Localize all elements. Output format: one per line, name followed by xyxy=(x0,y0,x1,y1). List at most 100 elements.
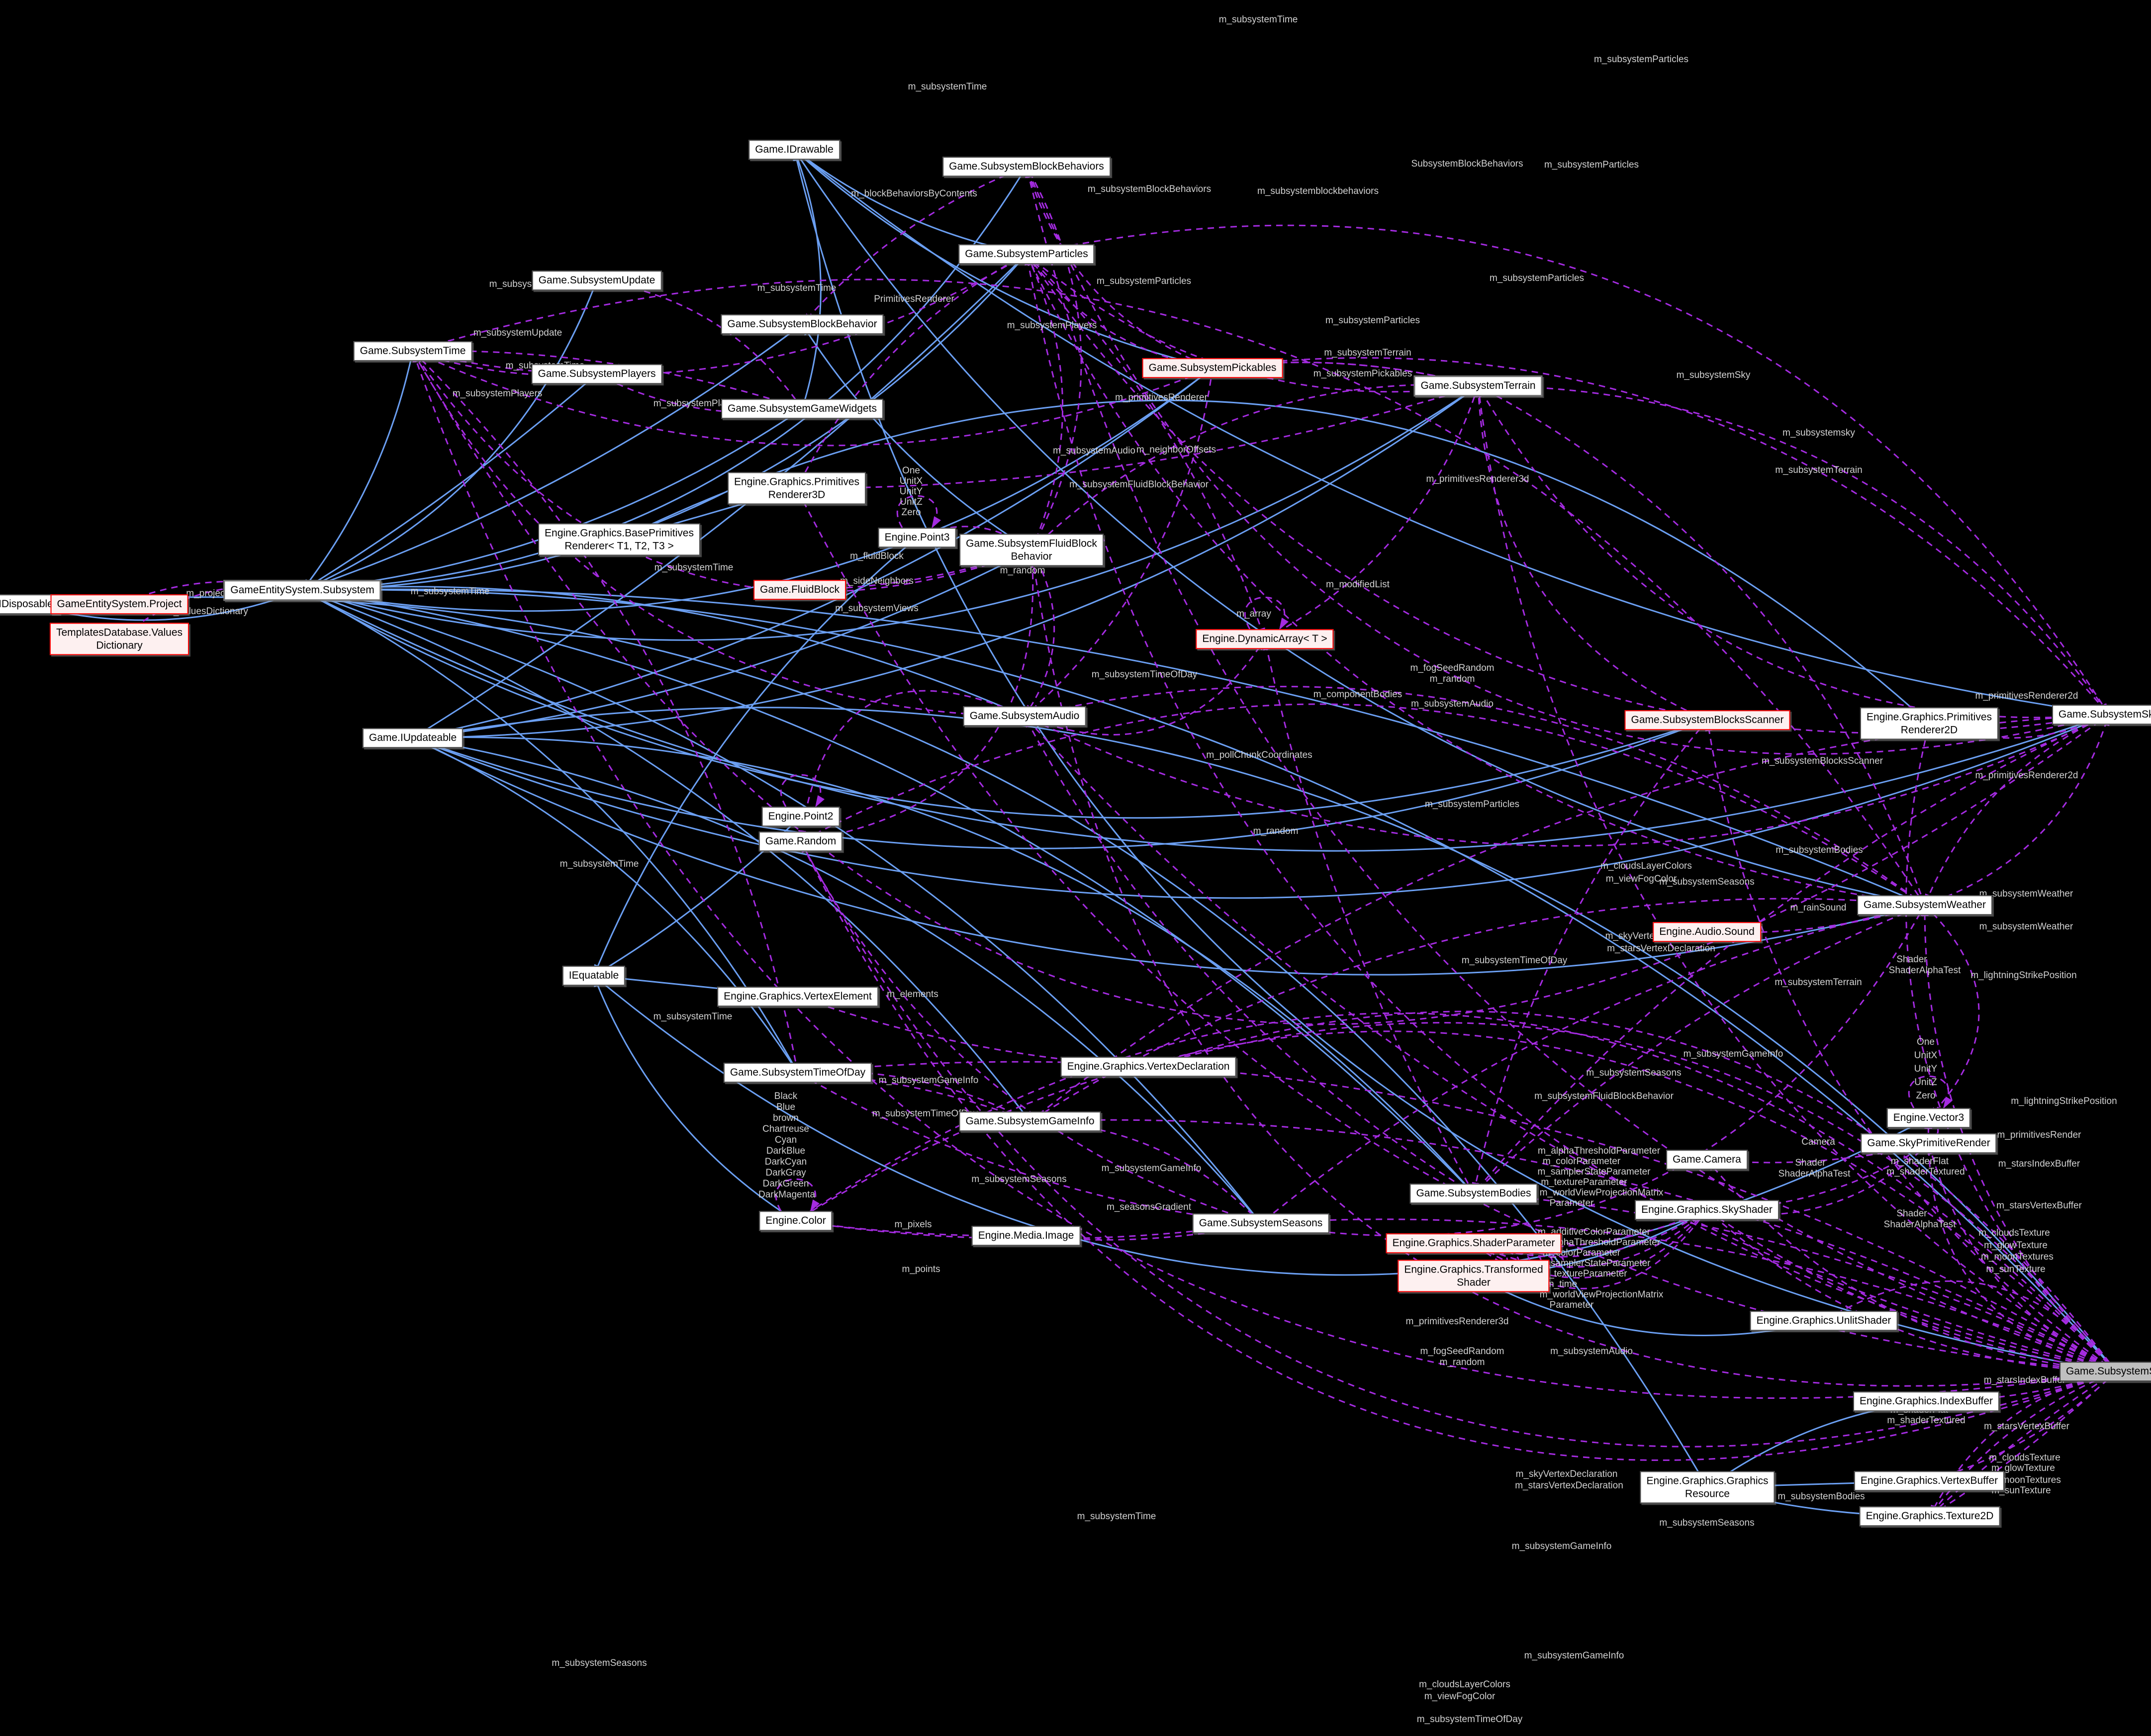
class-node-vertexbuffer[interactable]: Engine.Graphics.VertexBuffer xyxy=(1854,1471,2005,1491)
member-edge xyxy=(412,347,803,410)
edge-label: m_subsystemTerrain xyxy=(1324,348,1411,358)
edge-label: m_subsystemGameInfo xyxy=(1524,1650,1624,1661)
class-node-point2[interactable]: Engine.Point2 xyxy=(761,807,840,826)
class-node-timeofday[interactable]: Game.SubsystemTimeOfDay xyxy=(723,1063,872,1083)
class-node-indexbuffer[interactable]: Engine.Graphics.IndexBuffer xyxy=(1853,1391,2000,1411)
member-edge xyxy=(1024,715,1474,1194)
class-node-project[interactable]: GameEntitySystem.Project xyxy=(50,594,188,614)
member-edge xyxy=(780,774,825,808)
class-node-update[interactable]: Game.SubsystemUpdate xyxy=(532,271,662,290)
class-node-audio[interactable]: Game.SubsystemAudio xyxy=(963,706,1086,726)
class-node-terrain[interactable]: Game.SubsystemTerrain xyxy=(1413,375,1543,396)
class-node-gameinfo[interactable]: Game.SubsystemGameInfo xyxy=(959,1111,1101,1131)
edge-label: m_array xyxy=(1236,609,1271,619)
edge-label: m_cloudsLayerColors xyxy=(1600,861,1692,871)
class-node-idrawable[interactable]: Game.IDrawable xyxy=(748,140,840,160)
edge-label: Chartreuse xyxy=(762,1124,809,1134)
edge-label: m_modifiedList xyxy=(1326,579,1390,590)
class-node-camera[interactable]: Game.Camera xyxy=(1666,1150,1748,1170)
edge-label: m_subsystemSeasons xyxy=(1659,1518,1755,1528)
member-edge xyxy=(1472,720,1708,1194)
edge-label: m_subsystemSeasons xyxy=(552,1658,647,1668)
class-node-fluidblock[interactable]: Game.FluidBlock xyxy=(753,580,846,600)
member-edge xyxy=(1924,904,1980,1119)
edge-label: Camera xyxy=(1801,1137,1835,1147)
member-edge xyxy=(1026,253,1266,640)
edge-label: m_lightningStrikePosition xyxy=(1970,970,2077,981)
edge-label: Blue xyxy=(776,1102,796,1112)
edge-label: m_subsystemTime xyxy=(757,283,837,293)
class-node-label: Engine.Color xyxy=(765,1215,826,1227)
class-node-skyshader[interactable]: Engine.Graphics.SkyShader xyxy=(1635,1200,1779,1220)
class-node-label: Game.SubsystemPlayers xyxy=(538,368,656,380)
member-edge xyxy=(1706,1209,2117,1372)
class-node-vertexdeclaration[interactable]: Engine.Graphics.VertexDeclaration xyxy=(1060,1057,1236,1077)
class-node-time[interactable]: Game.SubsystemTime xyxy=(353,341,472,361)
edge-label: m_subsystemTime xyxy=(1218,14,1298,25)
class-node-random[interactable]: Game.Random xyxy=(758,831,843,851)
class-node-gamewidgets[interactable]: Game.SubsystemGameWidgets xyxy=(721,399,883,419)
class-node-texture2d[interactable]: Engine.Graphics.Texture2D xyxy=(1859,1506,2000,1526)
member-edge xyxy=(1263,638,1475,1194)
member-edge xyxy=(1025,1222,1261,1241)
edge-label: DarkMagenta xyxy=(758,1189,816,1200)
class-node-particles[interactable]: Game.SubsystemParticles xyxy=(958,244,1095,264)
class-node-label: Engine.Graphics.Primitives xyxy=(734,476,860,488)
class-node-sky2[interactable]: Game.SubsystemSky xyxy=(2052,705,2151,725)
member-edge xyxy=(800,840,1261,1224)
class-node-label: IDisposable xyxy=(0,598,53,610)
class-node-seasons[interactable]: Game.SubsystemSeasons xyxy=(1192,1213,1329,1233)
member-edge xyxy=(1260,904,1925,1224)
edge-label: m_random xyxy=(1439,1357,1485,1368)
class-node-vector3[interactable]: Engine.Vector3 xyxy=(1886,1108,1971,1128)
class-node-label: Game.SubsystemPickables xyxy=(1148,362,1277,374)
class-node-sky1[interactable]: Game.SubsystemSky xyxy=(2059,1362,2151,1381)
edge-label: m_random xyxy=(1000,565,1045,576)
class-node-label: Engine.Graphics.VertexDeclaration xyxy=(1067,1061,1230,1073)
class-node-weather[interactable]: Game.SubsystemWeather xyxy=(1857,895,1992,915)
class-node-color[interactable]: Engine.Color xyxy=(759,1211,833,1231)
class-node-iupdateable[interactable]: Game.IUpdateable xyxy=(362,728,464,748)
edge-label: m_starsVertexDeclaration xyxy=(1515,1480,1623,1491)
class-node-vertexelement[interactable]: Engine.Graphics.VertexElement xyxy=(717,987,878,1006)
class-node-unlitshader[interactable]: Engine.Graphics.UnlitShader xyxy=(1750,1311,1898,1331)
member-edge xyxy=(800,703,1925,906)
edge-label: m_subsystemFluidBlockBehavior xyxy=(1534,1091,1674,1101)
inheritance-edge xyxy=(301,589,1708,819)
inheritance-edge xyxy=(412,733,1475,1194)
edge-label: Zero xyxy=(1916,1091,1936,1101)
class-node-iequatable[interactable]: IEquatable xyxy=(562,966,626,986)
class-node-label: Engine.Audio.Sound xyxy=(1659,926,1755,938)
class-node-pickables[interactable]: Game.SubsystemPickables xyxy=(1142,358,1283,378)
class-node-dynamicarray[interactable]: Engine.DynamicArray< T > xyxy=(1196,629,1334,649)
class-node-blockbehavior[interactable]: Game.SubsystemBlockBehavior xyxy=(721,314,884,334)
class-node-label: Engine.Point3 xyxy=(884,532,950,544)
class-node-label: Engine.Graphics.UnlitShader xyxy=(1756,1315,1891,1327)
class-node-players[interactable]: Game.SubsystemPlayers xyxy=(531,364,662,384)
class-node-subsystem[interactable]: GameEntitySystem.Subsystem xyxy=(223,580,381,601)
class-node-bodies[interactable]: Game.SubsystemBodies xyxy=(1409,1184,1538,1203)
class-node-label: Behavior xyxy=(1011,550,1052,562)
class-node-blocksscanner[interactable]: Game.SubsystemBlocksScanner xyxy=(1624,710,1790,730)
edge-label: m_viewFogColor xyxy=(1424,1691,1496,1702)
class-node-shaderparameter[interactable]: Engine.Graphics.ShaderParameter xyxy=(1386,1233,1562,1253)
class-node-blockbehaviors[interactable]: Game.SubsystemBlockBehaviors xyxy=(942,157,1111,177)
member-edge xyxy=(1924,714,2110,906)
member-edge xyxy=(412,253,1027,375)
class-node-label: Game.SubsystemBlockBehaviors xyxy=(949,161,1104,173)
class-node-point3[interactable]: Engine.Point3 xyxy=(878,528,956,548)
class-node-skyprimrender[interactable]: Game.SkyPrimitiveRender xyxy=(1861,1133,1997,1153)
edge-label: m_moonTextures xyxy=(1988,1475,2061,1485)
edge-label: m_subsystemParticles xyxy=(1424,799,1520,810)
class-node-media[interactable]: Engine.Media.Image xyxy=(971,1226,1081,1246)
class-node-sound[interactable]: Engine.Audio.Sound xyxy=(1653,922,1761,942)
edge-label: m_subsystemsky xyxy=(1782,428,1855,438)
edge-label: ShaderAlphaTest xyxy=(1778,1169,1851,1179)
